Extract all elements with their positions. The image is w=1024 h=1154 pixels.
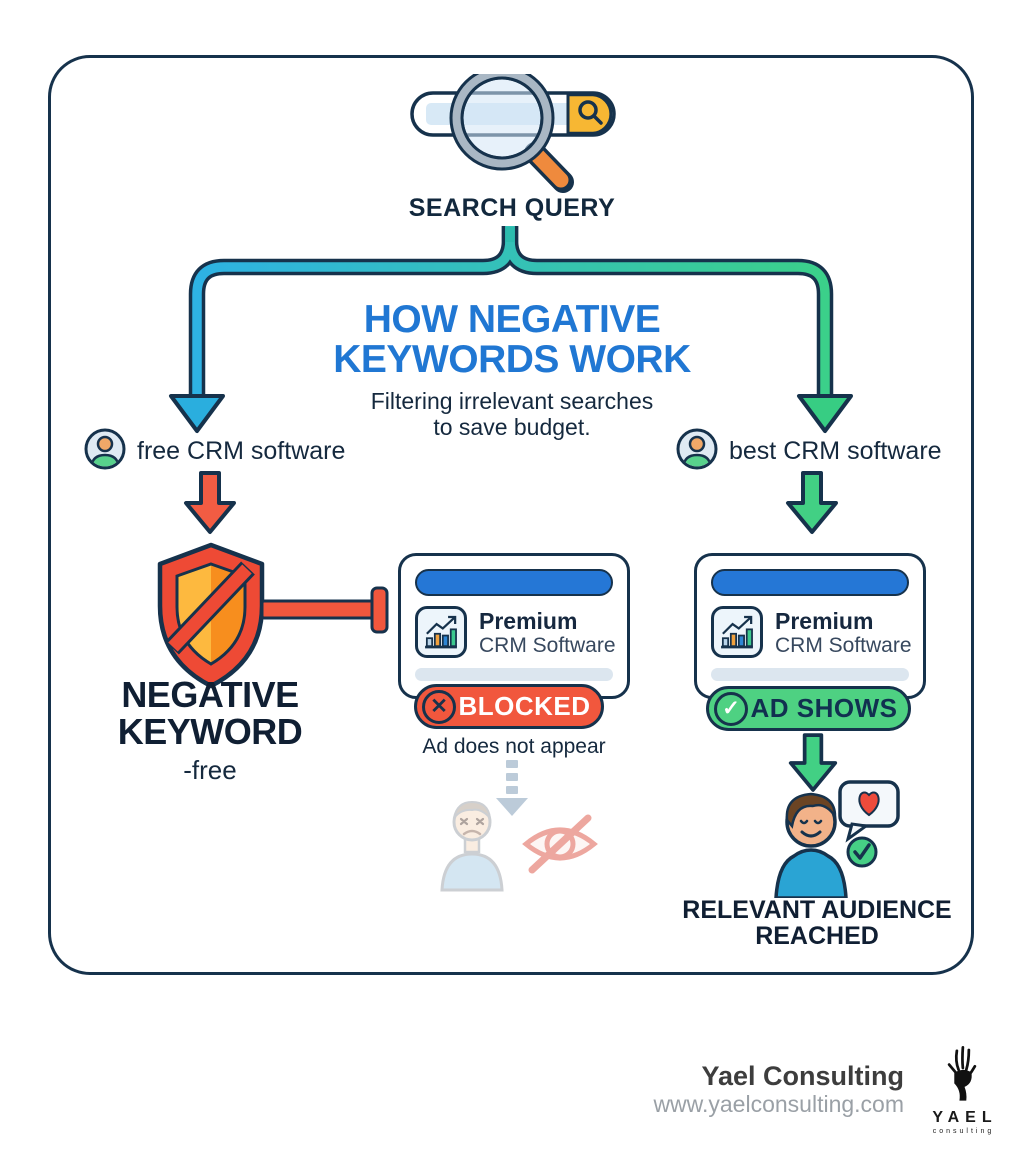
hidden-eye-icon: [522, 814, 598, 874]
search-bar-magnifier-icon: [382, 65, 644, 213]
page-subtitle: Filtering irrelevant searches to save bu…: [312, 388, 712, 440]
right-query: best CRM software: [676, 428, 942, 475]
user-avatar-icon: [676, 428, 718, 475]
yael-logo: YAEL consulting: [922, 1044, 1002, 1136]
ad-title: Premium CRM Software: [479, 608, 616, 658]
happy-user-icon: [774, 792, 848, 900]
blocked-status-text: BLOCKED: [458, 691, 591, 721]
title-line1: HOW NEGATIVE: [363, 298, 661, 341]
shield-block-icon: [148, 540, 274, 697]
ad-title: Premium CRM Software: [775, 608, 912, 658]
user-avatar-icon: [84, 428, 126, 475]
green-down-arrow-icon: [784, 470, 840, 541]
ad-title-rest: CRM Software: [775, 634, 912, 657]
yael-hand-logo-icon: [936, 1046, 988, 1108]
green-down-arrow-icon: [787, 732, 839, 799]
footer-website: www.yaelconsulting.com: [653, 1091, 904, 1117]
logo-word: YAEL: [932, 1109, 998, 1126]
happy-user-scene: [756, 780, 911, 903]
ad-title-bold: Premium: [775, 608, 874, 634]
adshows-status-badge: ✓ AD SHOWS: [706, 686, 911, 731]
outcome-label: RELEVANT AUDIENCE REACHED: [666, 897, 968, 949]
subtitle-line2: to save budget.: [433, 414, 591, 440]
ad-description-bar: [415, 668, 613, 681]
search-query-label: SEARCH QUERY: [408, 194, 616, 222]
x-circle-icon: ✕: [422, 689, 456, 724]
sad-user-icon: [440, 800, 504, 892]
negative-keyword-label: NEGATIVE KEYWORD -free: [50, 676, 370, 786]
blocked-status-badge: ✕ BLOCKED: [414, 684, 604, 729]
ad-headline-bar: [415, 569, 613, 596]
outcome-line2: REACHED: [755, 922, 879, 950]
negative-keyword-line1: NEGATIVE: [121, 674, 299, 715]
sad-user-hidden-eye-scene: [424, 790, 604, 907]
outcome-line1: RELEVANT AUDIENCE: [682, 896, 952, 924]
block-connector-icon: [260, 584, 394, 641]
blocked-caption: Ad does not appear: [422, 735, 606, 758]
left-query: free CRM software: [84, 428, 345, 475]
logo-subtext: consulting: [932, 1128, 995, 1135]
ad-title-bold: Premium: [479, 608, 578, 634]
footer-company-name: Yael Consulting: [701, 1061, 904, 1091]
title-line2: KEYWORDS WORK: [333, 338, 691, 381]
left-query-text: free CRM software: [137, 437, 346, 465]
subtitle-line1: Filtering irrelevant searches: [370, 388, 654, 414]
blocked-ad-card: Premium CRM Software: [398, 553, 630, 699]
footer-branding: Yael Consulting www.yaelconsulting.com: [520, 1061, 904, 1118]
chart-growth-icon: [711, 606, 763, 658]
negative-keyword-value: -free: [183, 755, 237, 785]
ad-headline-bar: [711, 569, 909, 596]
right-query-text: best CRM software: [729, 437, 942, 465]
red-down-arrow-icon: [182, 470, 238, 541]
ad-title-rest: CRM Software: [479, 634, 616, 657]
check-circle-icon: ✓: [714, 691, 748, 726]
branch-connector-arrows: [150, 222, 874, 441]
faded-dashed-arrow-icon: [492, 760, 532, 821]
heart-bubble-icon: [838, 780, 900, 843]
negative-keyword-line2: KEYWORD: [117, 711, 303, 752]
check-badge-icon: [846, 836, 878, 868]
shown-ad-card: Premium CRM Software: [694, 553, 926, 699]
page-title: HOW NEGATIVE KEYWORDS WORK: [302, 300, 722, 380]
ad-description-bar: [711, 668, 909, 681]
chart-growth-icon: [415, 606, 467, 658]
adshows-status-text: AD SHOWS: [750, 693, 898, 723]
